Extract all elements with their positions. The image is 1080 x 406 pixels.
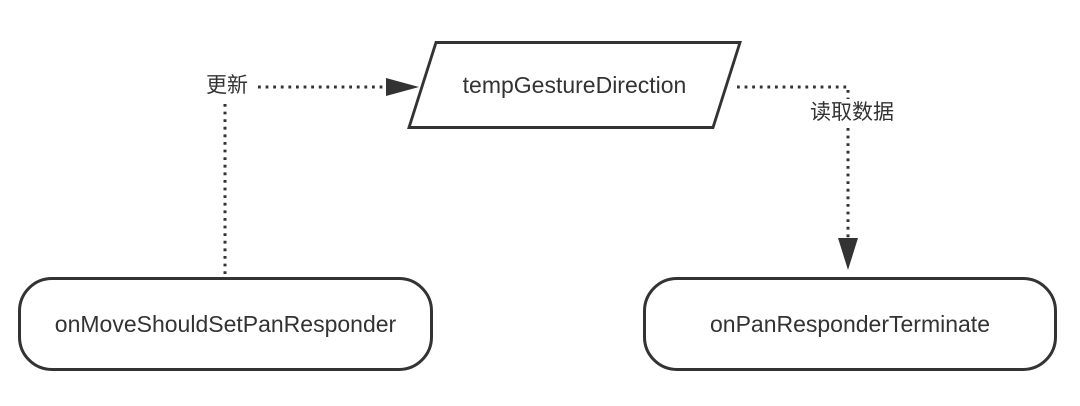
edge-label-update: 更新 <box>206 74 248 97</box>
node-on-move-should-set-pan-responder: onMoveShouldSetPanResponder <box>18 277 433 371</box>
node-temp-gesture-direction-label: tempGestureDirection <box>462 71 687 98</box>
edge-read-data-line <box>737 85 850 240</box>
node-on-pan-responder-terminate: onPanResponderTerminate <box>643 277 1057 371</box>
edge-read-data-arrowhead-icon <box>838 238 858 270</box>
edge-label-read-data: 读取数据 <box>804 99 900 127</box>
edge-update-arrowhead-icon <box>386 78 419 96</box>
